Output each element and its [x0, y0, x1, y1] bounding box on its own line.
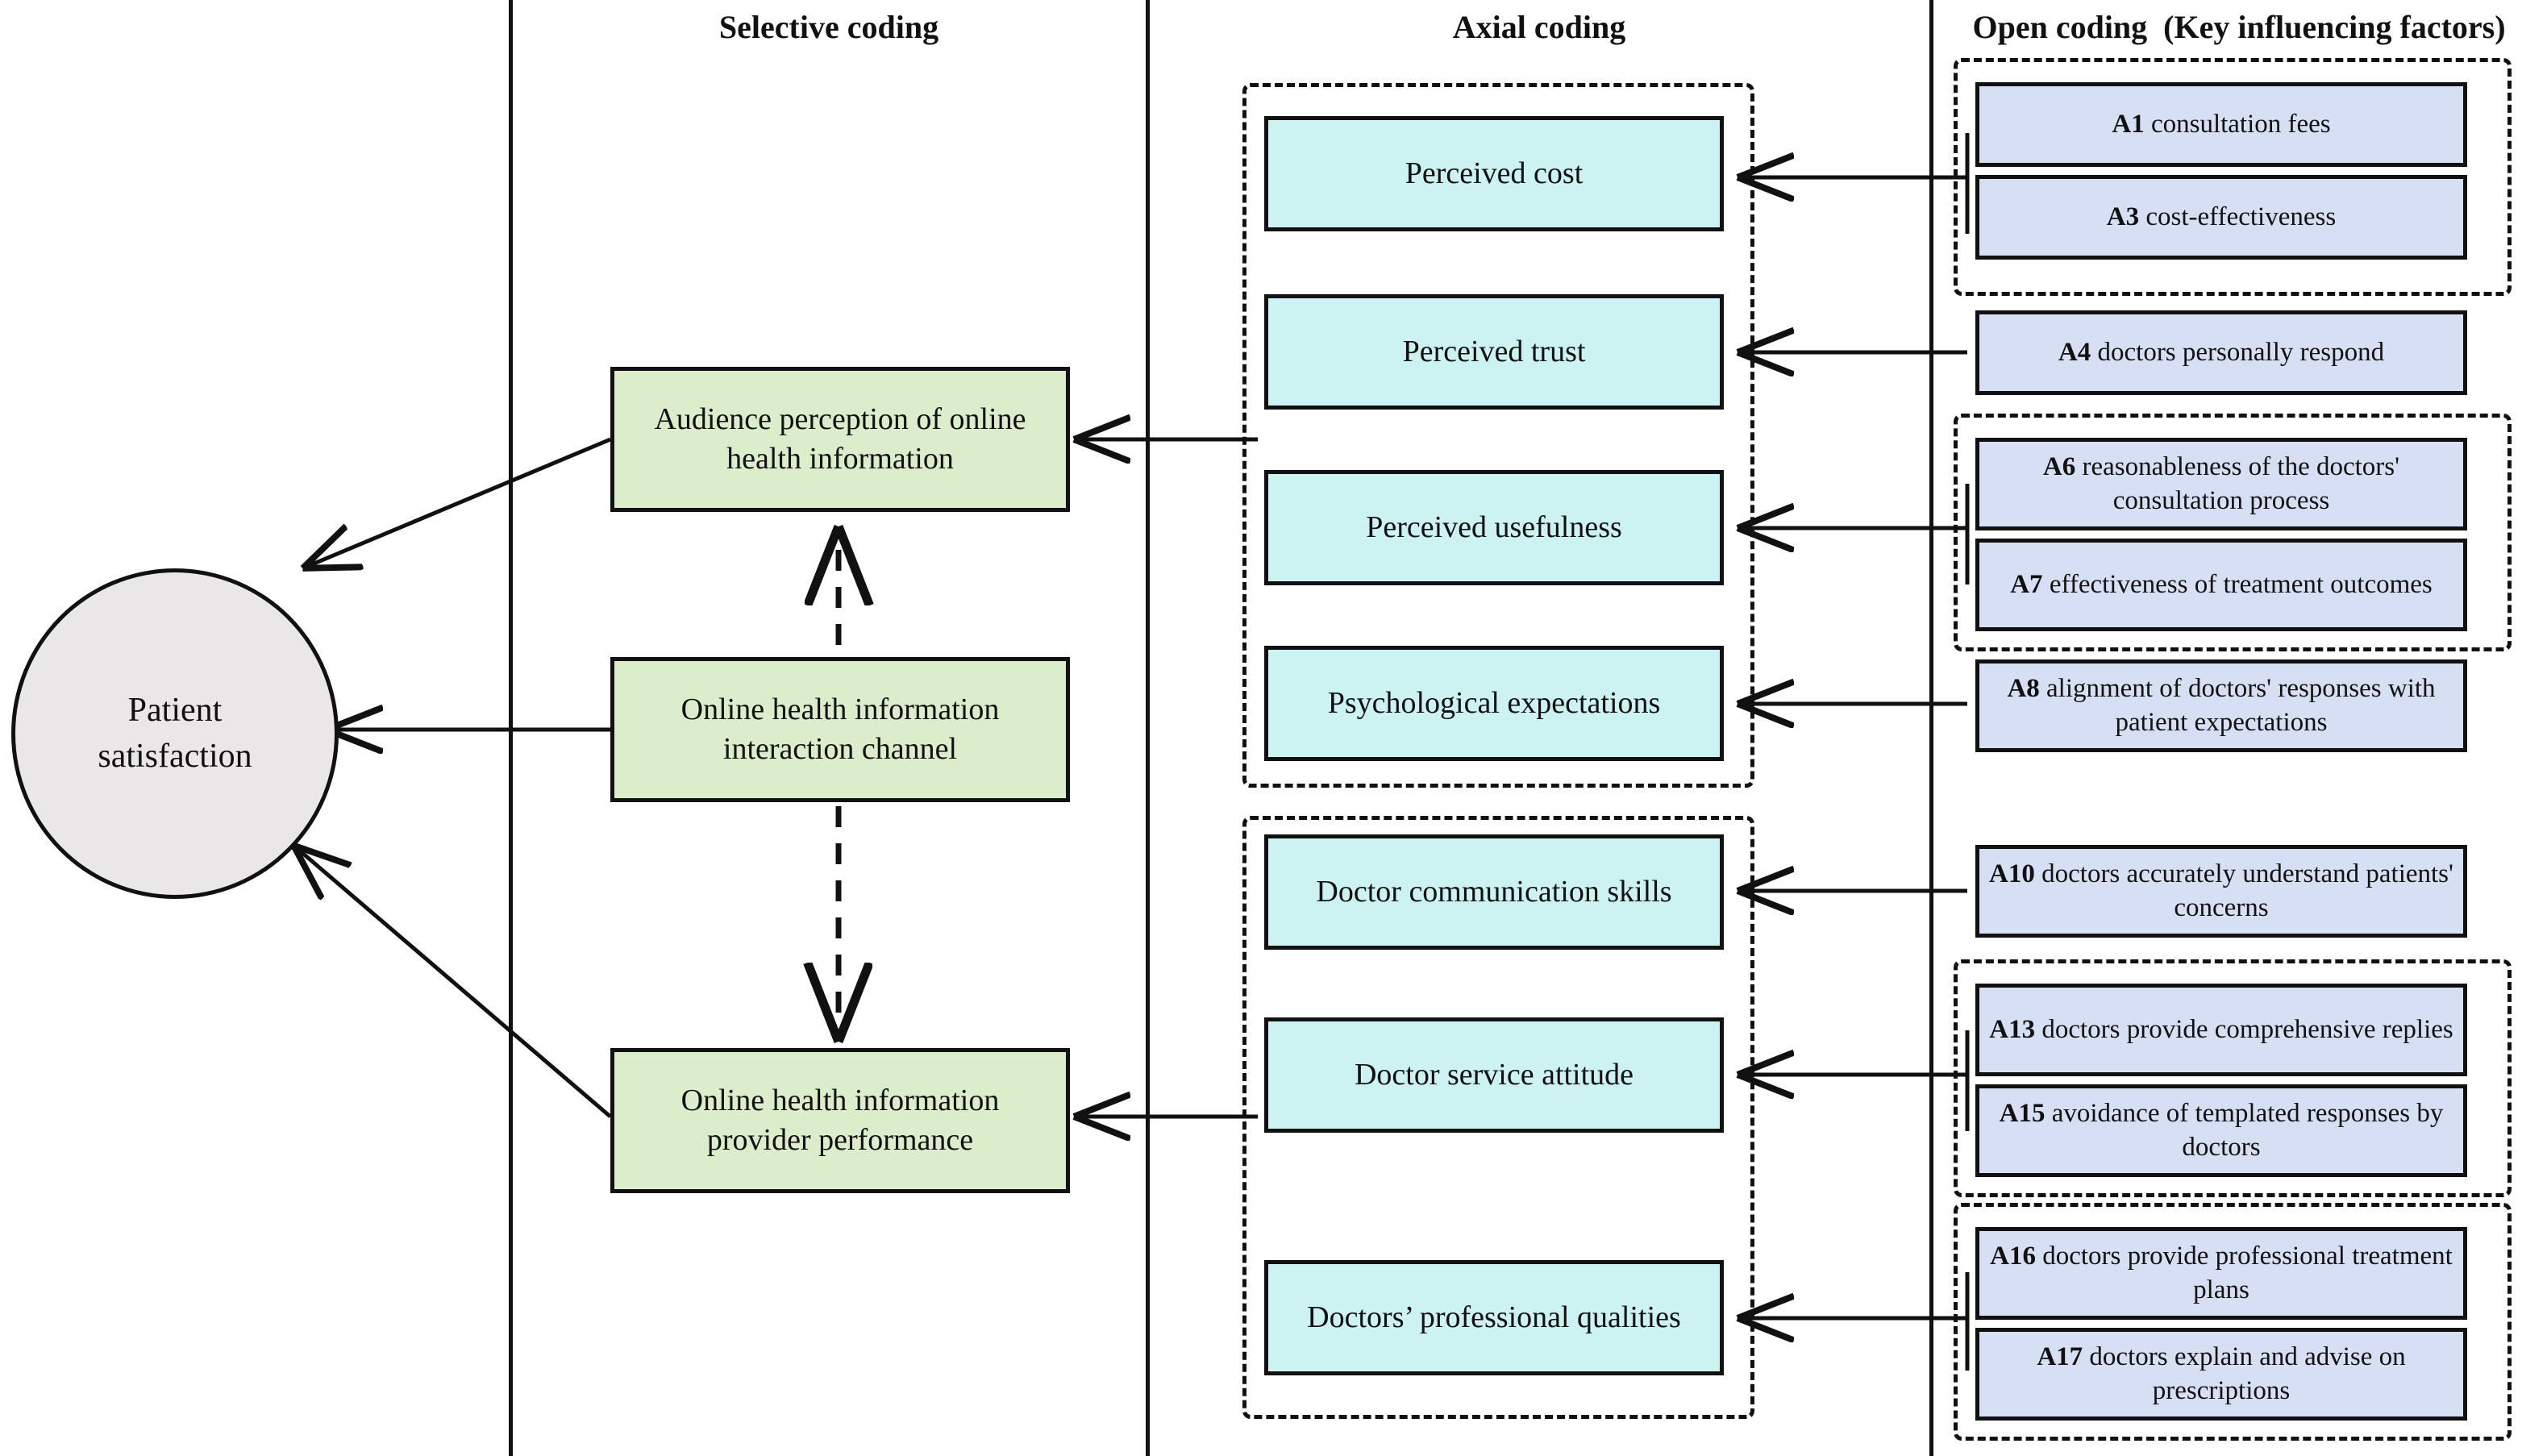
open-box-label: A16 doctors provide professional treatme… — [1990, 1242, 2453, 1304]
axial-box-label: Doctors’ professional qualities — [1307, 1300, 1681, 1334]
open-box-label: A15 avoidance of templated responses by … — [1999, 1099, 2444, 1162]
open-group-usefulness-boundary — [1954, 414, 2512, 651]
axial-box-label: Doctor service attitude — [1354, 1057, 1634, 1092]
axial-box-label: Doctor communication skills — [1316, 874, 1672, 909]
open-box-label: A7 effectiveness of treatment outcomes — [2010, 569, 2433, 599]
open-box-a15[interactable]: A15 avoidance of templated responses by … — [1975, 1084, 2467, 1177]
header-axial-coding: Axial coding — [1452, 9, 1626, 45]
open-box-a16[interactable]: A16 doctors provide professional treatme… — [1975, 1227, 2467, 1320]
axial-box-psychological-expectations[interactable]: Psychological expectations — [1264, 646, 1724, 761]
axial-box-label: Perceived usefulness — [1366, 510, 1622, 544]
axial-box-doctors-professional-qualities[interactable]: Doctors’ professional qualities — [1264, 1260, 1724, 1375]
open-box-a7[interactable]: A7 effectiveness of treatment outcomes — [1975, 539, 2467, 631]
axial-box-label: Psychological expectations — [1327, 685, 1661, 720]
open-box-label: A3 cost-effectiveness — [2106, 202, 2337, 231]
open-box-label: A10 doctors accurately understand patien… — [1989, 859, 2453, 922]
open-box-a3[interactable]: A3 cost-effectiveness — [1975, 175, 2467, 260]
axial-box-perceived-cost[interactable]: Perceived cost — [1264, 116, 1724, 231]
open-box-a8[interactable]: A8 alignment of doctors' responses with … — [1975, 659, 2467, 752]
axial-group-2-boundary — [1242, 816, 1754, 1419]
open-group-service-attitude-boundary — [1954, 959, 2512, 1197]
axial-box-doctor-communication-skills[interactable]: Doctor communication skills — [1264, 834, 1724, 950]
open-box-a10[interactable]: A10 doctors accurately understand patien… — [1975, 845, 2467, 938]
column-divider-3 — [1929, 0, 1933, 1456]
open-box-a1[interactable]: A1 consultation fees — [1975, 82, 2467, 167]
axial-box-perceived-trust[interactable]: Perceived trust — [1264, 294, 1724, 410]
open-box-label: A17 doctors explain and advise on prescr… — [2037, 1342, 2406, 1405]
axial-box-label: Perceived cost — [1405, 156, 1584, 190]
axial-group-1-boundary — [1242, 83, 1754, 788]
open-box-label: A8 alignment of doctors' responses with … — [2007, 674, 2436, 737]
open-box-a13[interactable]: A13 doctors provide comprehensive replie… — [1975, 984, 2467, 1076]
axial-box-label: Perceived trust — [1402, 334, 1586, 368]
open-box-label: A13 doctors provide comprehensive replie… — [1989, 1014, 2453, 1044]
open-group-cost-boundary — [1954, 58, 2512, 296]
header-open-coding: Open coding (Key influencing factors) — [1972, 9, 2506, 45]
column-divider-1 — [509, 0, 513, 1456]
open-box-a6[interactable]: A6 reasonableness of the doctors' consul… — [1975, 438, 2467, 530]
open-group-professional-boundary — [1954, 1203, 2512, 1441]
open-box-label: A1 consultation fees — [2112, 109, 2331, 139]
open-box-label: A6 reasonableness of the doctors' consul… — [2042, 452, 2400, 515]
open-box-label: A4 doctors personally respond — [2058, 337, 2385, 367]
axial-box-doctor-service-attitude[interactable]: Doctor service attitude — [1264, 1017, 1724, 1133]
column-divider-2 — [1146, 0, 1150, 1456]
header-selective-coding: Selective coding — [718, 9, 939, 45]
axial-box-perceived-usefulness[interactable]: Perceived usefulness — [1264, 470, 1724, 585]
open-box-a17[interactable]: A17 doctors explain and advise on prescr… — [1975, 1328, 2467, 1421]
open-box-a4[interactable]: A4 doctors personally respond — [1975, 310, 2467, 395]
